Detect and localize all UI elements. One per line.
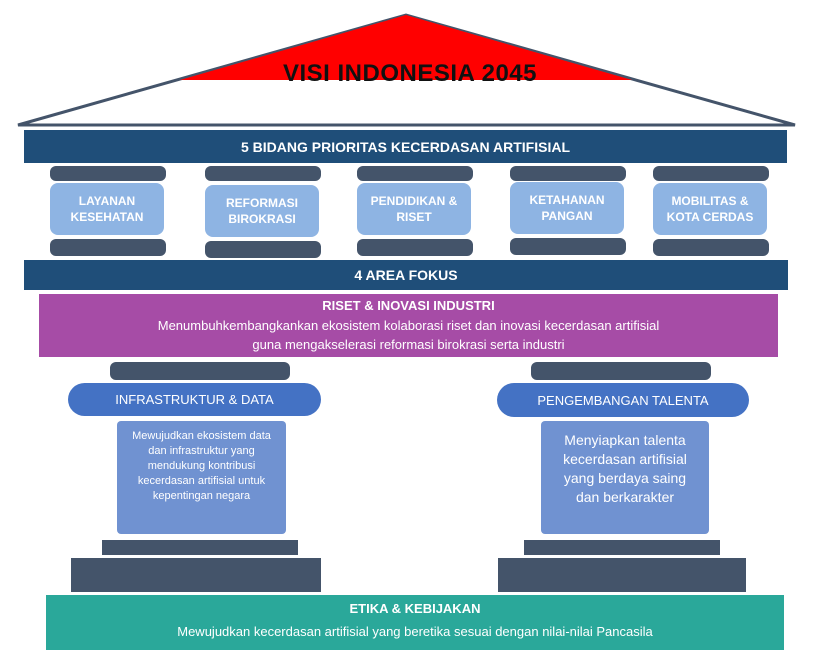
roof-red-top [180, 15, 632, 80]
research-box: RISET & INOVASI INDUSTRI Menumbuhkembang… [39, 294, 778, 357]
right-column-capital [531, 362, 711, 380]
pillar-base [205, 241, 321, 258]
focus-band: 4 AREA FOKUS [24, 260, 788, 290]
right-column-description: Menyiapkan talenta kecerdasan artifisial… [541, 421, 709, 534]
foundation-description: Mewujudkan kecerdasan artifisial yang be… [177, 624, 653, 639]
foundation-box: ETIKA & KEBIJAKAN Mewujudkan kecerdasan … [46, 595, 784, 650]
right-column-plinth [498, 558, 746, 592]
left-column-title: INFRASTRUKTUR & DATA [68, 383, 321, 416]
left-column-description: Mewujudkan ekosistem data dan infrastruk… [117, 421, 286, 534]
right-column-step [524, 540, 720, 555]
pillar-base [653, 239, 769, 256]
pillar-capital [653, 166, 769, 181]
pillar-base [510, 238, 626, 255]
left-column-plinth [71, 558, 321, 592]
foundation-title: ETIKA & KEBIJAKAN [349, 601, 481, 616]
priority-ketahanan-pangan: KETAHANAN PANGAN [510, 182, 624, 234]
pillar-base [357, 239, 473, 256]
priority-mobilitas-kota-cerdas: MOBILITAS & KOTA CERDAS [653, 183, 767, 235]
left-column-capital [110, 362, 290, 380]
roof-title: VISI INDONESIA 2045 [282, 60, 538, 87]
priority-layanan-kesehatan: LAYANAN KESEHATAN [50, 183, 164, 235]
priority-band: 5 BIDANG PRIORITAS KECERDASAN ARTIFISIAL [24, 130, 787, 163]
research-title: RISET & INOVASI INDUSTRI [322, 298, 495, 313]
pillar-base [50, 239, 166, 256]
left-column-step [102, 540, 298, 555]
pillar-capital [510, 166, 626, 181]
pillar-capital [50, 166, 166, 181]
priority-pendidikan-riset: PENDIDIKAN & RISET [357, 183, 471, 235]
priority-reformasi-birokrasi: REFORMASI BIROKRASI [205, 185, 319, 237]
research-description-line1: Menumbuhkembangkankan ekosistem kolabora… [157, 318, 660, 333]
pillar-capital [357, 166, 473, 181]
research-description-line2: guna mengakselerasi reformasi birokrasi … [252, 337, 565, 352]
right-column-title: PENGEMBANGAN TALENTA [497, 383, 749, 417]
pillar-capital [205, 166, 321, 181]
roof [17, 13, 796, 127]
